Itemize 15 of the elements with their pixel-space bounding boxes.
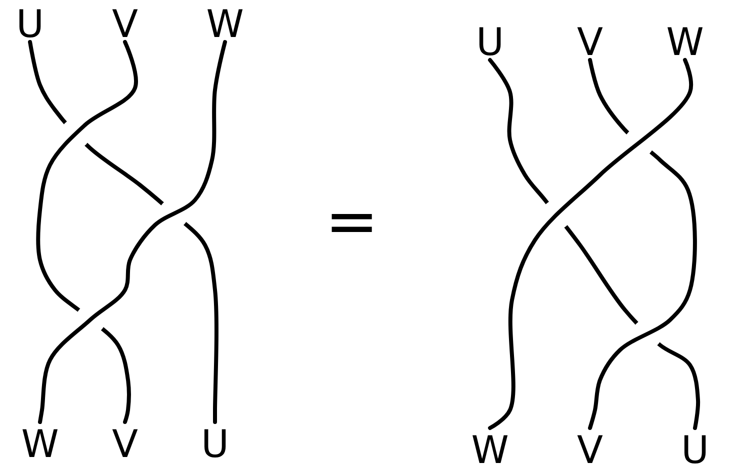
equals-sign: =	[325, 190, 379, 254]
strand-label: W	[15, 422, 65, 462]
braid-strand	[36, 40, 138, 424]
strand-label: W	[465, 428, 515, 468]
strand-label: W	[660, 20, 710, 60]
strand-label: V	[100, 2, 150, 42]
braid-strand	[588, 58, 697, 430]
strand-label: U	[465, 20, 515, 60]
strand-label: U	[670, 428, 720, 468]
strand-label: V	[100, 422, 150, 462]
strand-label: V	[565, 428, 615, 468]
strand-label: W	[200, 2, 250, 42]
strand-label: V	[565, 20, 615, 60]
strand-label: U	[5, 2, 55, 42]
strand-label: U	[190, 422, 240, 462]
